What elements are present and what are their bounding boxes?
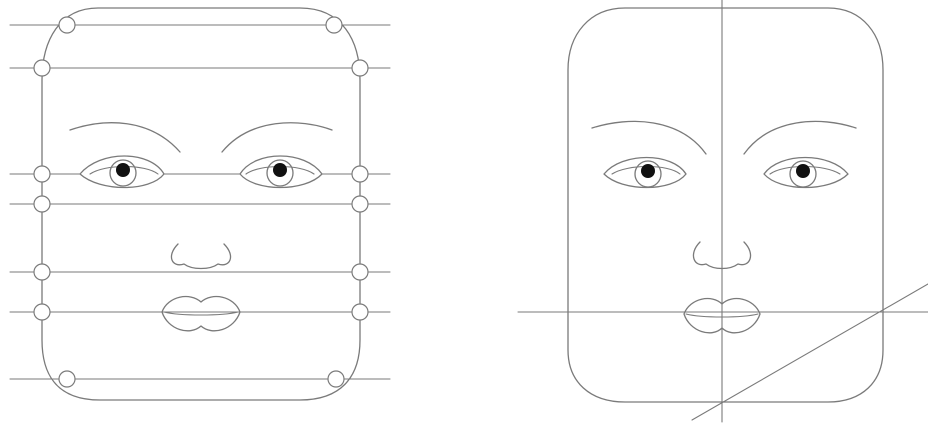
- marker-chin-left: [58, 370, 76, 388]
- marker-top-right: [325, 16, 343, 34]
- marker-forehead-left: [33, 59, 51, 77]
- marker-mouth-left: [33, 303, 51, 321]
- proportion-markers: [33, 16, 369, 388]
- marker-chin-right: [327, 370, 345, 388]
- marker-forehead-right: [351, 59, 369, 77]
- right-figure-eye-left: [603, 156, 687, 189]
- left-face-outline: [41, 7, 361, 401]
- diagonal-guide-line: [691, 283, 928, 421]
- left-figure-nose: [170, 243, 232, 270]
- right-face-outline: [567, 7, 884, 403]
- left-face-figure: [9, 7, 391, 401]
- marker-cheek-left: [33, 195, 51, 213]
- right-figure-eye-right: [763, 156, 849, 189]
- marker-eyes-right: [351, 165, 369, 183]
- right-face-figure: [517, 0, 928, 423]
- horizontal-guide-lines: [9, 24, 391, 380]
- left-brow-right: [221, 122, 333, 153]
- right-figure-mouth: [683, 297, 761, 334]
- marker-mouth-right: [351, 303, 369, 321]
- left-figure-eye-right: [239, 155, 323, 189]
- marker-cheek-right: [351, 195, 369, 213]
- left-brow-left: [69, 122, 181, 153]
- right-brow-left: [591, 120, 707, 155]
- marker-top-left: [58, 16, 76, 34]
- right-brow-right: [743, 120, 857, 155]
- marker-nose-right: [351, 263, 369, 281]
- right-figure-nose: [692, 241, 752, 270]
- marker-nose-left: [33, 263, 51, 281]
- left-figure-mouth: [161, 295, 241, 332]
- left-figure-eye-left: [79, 155, 165, 189]
- marker-eyes-left: [33, 165, 51, 183]
